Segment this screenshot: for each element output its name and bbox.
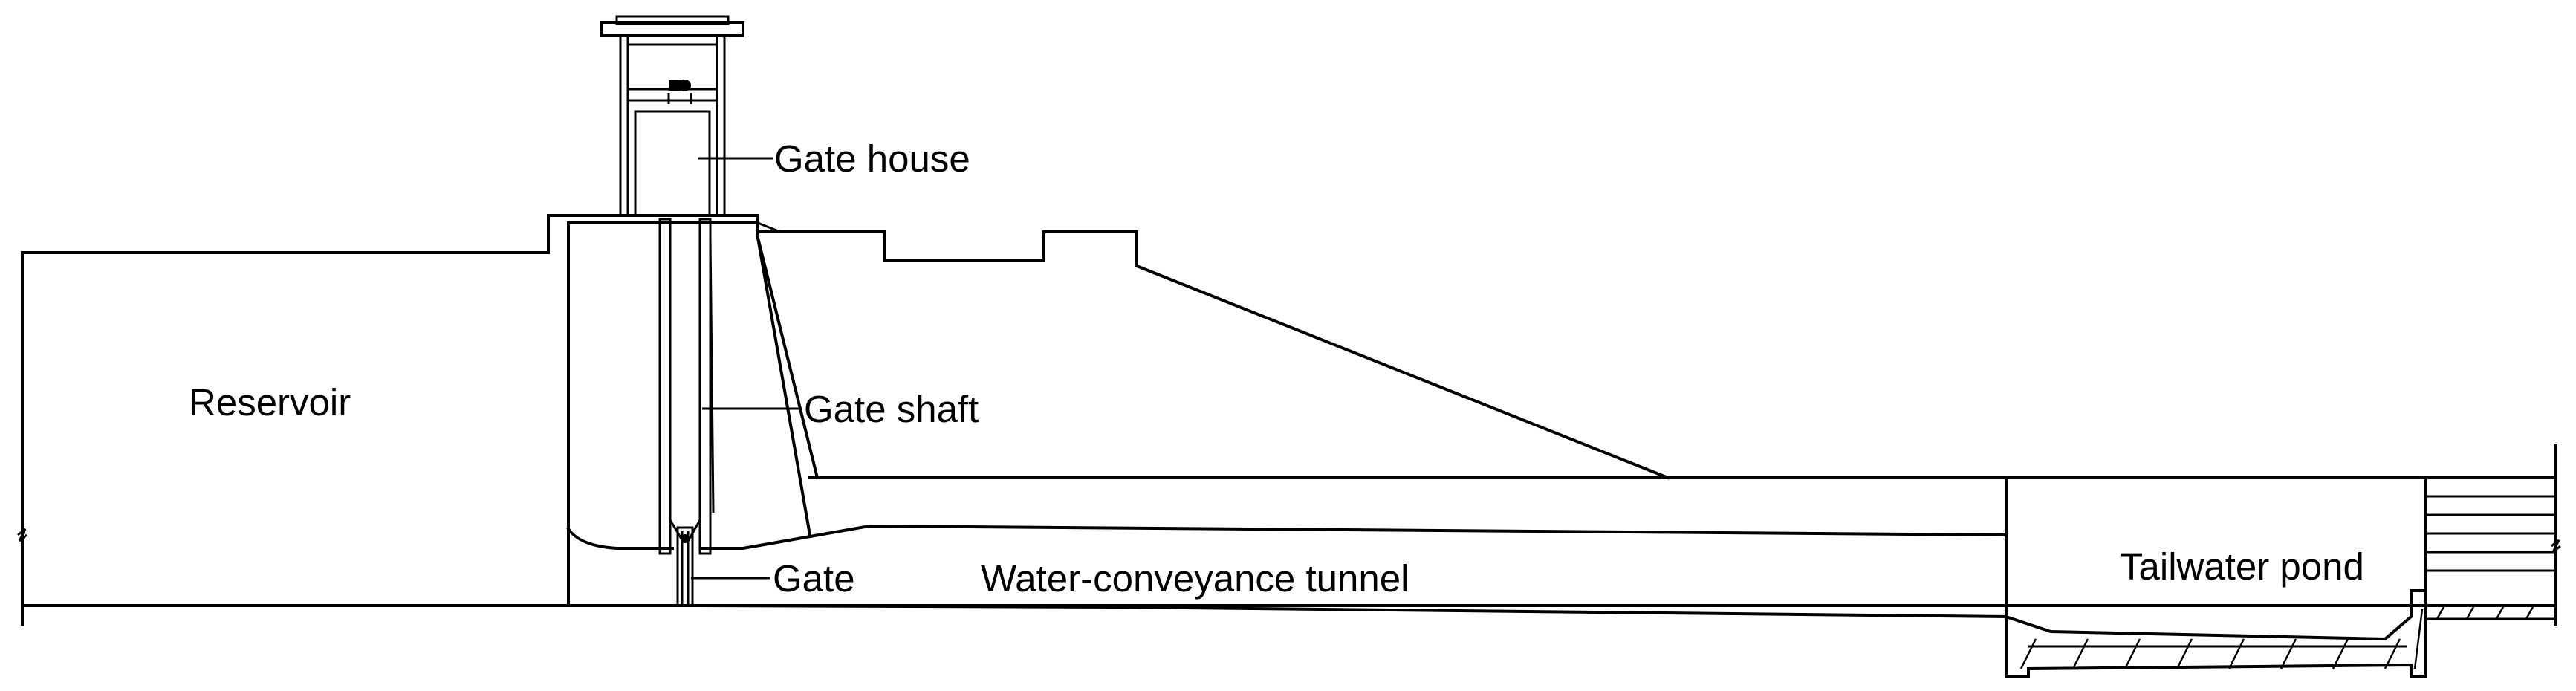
- gate-house-structure: [600, 15, 744, 217]
- tunnel-body: [756, 236, 820, 480]
- reservoir-label: Reservoir: [189, 381, 351, 424]
- gate-tower: [566, 214, 2008, 607]
- tunnel-label: Water-conveyance tunnel: [981, 557, 1409, 600]
- foundation-line: [21, 603, 2008, 619]
- embankment: [756, 221, 2008, 480]
- gate-house-label: Gate house: [774, 137, 970, 180]
- leader-lines: [691, 157, 801, 580]
- tailwater-structure: [2005, 444, 2561, 678]
- gate-label: Gate: [773, 557, 855, 600]
- gate-shaft-label: Gate shaft: [804, 388, 979, 430]
- tailwater-pond-label: Tailwater pond: [2120, 545, 2364, 588]
